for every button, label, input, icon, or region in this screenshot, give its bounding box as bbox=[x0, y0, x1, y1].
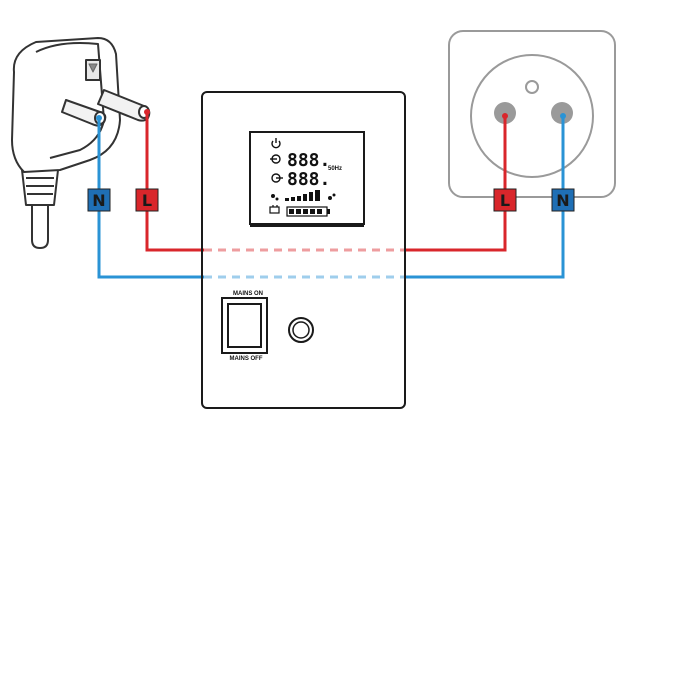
round-button[interactable] bbox=[288, 317, 314, 343]
display-digits-input: 888. bbox=[287, 150, 330, 171]
svg-text:N: N bbox=[92, 191, 105, 210]
live-wire-in bbox=[145, 112, 204, 252]
svg-text:L: L bbox=[500, 191, 510, 210]
battery-level-icon bbox=[286, 206, 330, 217]
power-icon bbox=[271, 138, 281, 149]
neutral-wire-in bbox=[97, 118, 204, 279]
socket-cup bbox=[470, 54, 594, 178]
socket-earth-pin bbox=[525, 80, 539, 94]
wires bbox=[96, 109, 566, 279]
stabilizer-device: 888. 888. 50Hz bbox=[201, 91, 406, 409]
live-wire-out bbox=[405, 117, 507, 252]
label-neutral-socket: N bbox=[551, 188, 575, 212]
neutral-wire-out bbox=[405, 117, 565, 279]
mains-off-label: MAINS OFF bbox=[230, 356, 263, 362]
fan-icon-right bbox=[328, 193, 336, 200]
wall-socket-icon bbox=[448, 30, 616, 198]
label-neutral-plug: N bbox=[87, 188, 111, 212]
mains-switch-rocker[interactable] bbox=[227, 303, 262, 348]
device-body bbox=[201, 91, 406, 409]
lcd-display: 888. 888. 50Hz bbox=[249, 131, 365, 227]
svg-text:L: L bbox=[142, 191, 152, 210]
input-icon bbox=[270, 154, 281, 164]
label-live-plug: L bbox=[135, 188, 159, 212]
svg-text:N: N bbox=[556, 191, 569, 210]
display-frequency-unit: 50Hz bbox=[328, 166, 342, 172]
plug-icon bbox=[11, 37, 151, 249]
battery-small-icon bbox=[269, 205, 280, 214]
fan-icon bbox=[271, 194, 279, 201]
output-icon bbox=[271, 173, 283, 183]
display-digits-output: 888. bbox=[287, 169, 330, 190]
label-live-socket: L bbox=[493, 188, 517, 212]
mains-switch[interactable]: MAINS ON MAINS OFF bbox=[221, 291, 268, 362]
load-level-icon bbox=[285, 190, 320, 201]
mains-on-label: MAINS ON bbox=[233, 291, 263, 297]
socket-hole-neutral bbox=[551, 102, 573, 124]
